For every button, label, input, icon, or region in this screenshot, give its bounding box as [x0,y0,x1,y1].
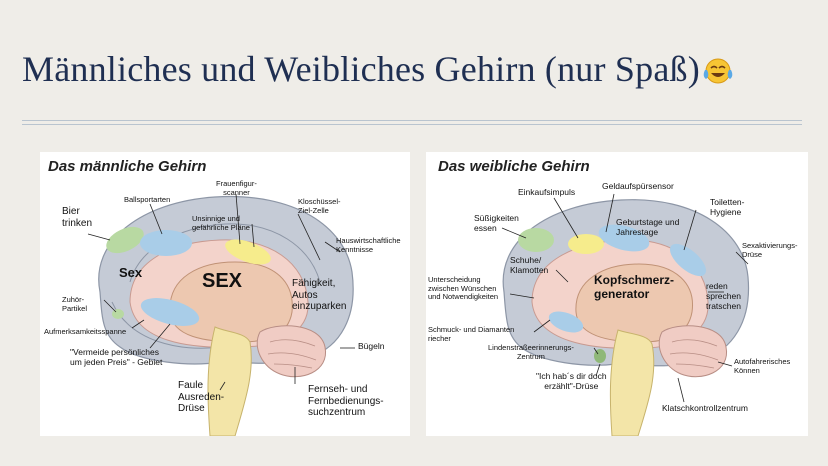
label-faehigkeit-einparken: Fähigkeit, Autos einzuparken [292,278,347,312]
male-region-green-top [106,226,144,254]
male-brain-center [169,261,293,343]
male-region-blue-top [140,230,192,256]
label-schmuck-diamanten: Schmuck- und Diamanten riecher [428,325,515,343]
label-sexaktivierung: Sexaktivierungs- Drüse [742,241,798,259]
label-kloschuessel: Kloschüssel- Ziel-Zelle [298,197,341,215]
label-schuhe-klamotten: Schuhe/ Klamotten [510,255,549,275]
label-hauswirtschaft: Hauswirtschaftliche Kenntnisse [336,236,401,254]
label-reden-sprechen: reden sprechen tratschen [706,281,741,311]
male-cerebellum [256,325,326,378]
female-cerebellum [658,325,727,378]
female-region-blue-top [598,224,650,252]
label-sex-small: Sex [119,265,143,280]
female-region-yellow [568,234,604,254]
label-ich-habs-erzaehlt: "Ich hab´s dir doch erzählt"-Drüse [536,371,607,391]
label-geburtstage: Geburtstage und Jahrestage [616,217,680,237]
label-einkaufsimpuls: Einkaufsimpuls [518,187,576,197]
label-kopfschmerz: Kopfschmerz- generator [594,273,675,301]
label-buegeln: Bügeln [358,341,385,351]
female-region-green-top [518,228,554,252]
label-autofahrerisch: Autofahrerisches Können [734,357,791,375]
label-lindenstrasse: Lindenstraßeerinnerungs- Zentrum [488,343,574,361]
female-region-blue-bottom [548,311,584,333]
male-region-yellow [225,239,271,265]
label-frauenfigur: Frauenfigur- scanner [216,179,257,197]
label-zuhoer-partikel: Zuhör- Partikel [62,295,88,313]
tears-of-joy-emoji [703,58,733,84]
male-brainstem [207,326,252,436]
female-brain-illustration [501,193,750,436]
male-brain-title: Das männliche Gehirn [48,158,207,175]
female-brain-panel: Das weibliche Gehirn Einkaufsim [426,152,808,436]
male-brain-panel: Das männliche Gehirn Bier trinken [40,152,410,436]
label-bier-trinken: Bier trinken [62,206,93,229]
label-unsinnige-plaene: Unsinnige und gefährliche Pläne [192,214,250,232]
male-region-blue-bottom [140,298,200,326]
title-divider-top [22,120,802,121]
label-unterscheidung: Unterscheidung zwischen Wünschen und Not… [428,275,499,302]
female-brain-center [575,263,693,343]
female-brainstem [609,329,655,436]
male-region-green-bottom [112,309,124,319]
label-klatschkontrolle: Klatschkontrollzentrum [662,403,748,413]
male-brain-illustration [87,193,355,436]
title-divider-bottom [22,124,802,125]
label-sex-big: SEX [202,270,243,292]
label-geldaufspuersensor: Geldaufspürsensor [602,181,674,191]
slide-title: Männliches und Weibliches Gehirn (nur Sp… [22,48,812,90]
female-brain-title: Das weibliche Gehirn [438,158,590,175]
label-suessigkeiten: Süßigkeiten essen [474,213,519,233]
slide-title-text: Männliches und Weibliches Gehirn (nur Sp… [22,49,700,89]
label-vermeide-persoenliches: "Vermeide persönliches um jeden Preis" -… [70,347,163,367]
female-region-blue-right [669,243,707,277]
label-aufmerksamkeit: Aufmerksamkeitsspanne [44,327,127,336]
label-fernseh: Fernseh- und Fernbedienungs- suchzentrum [308,384,384,418]
label-ballsportarten: Ballsportarten [124,195,171,204]
label-faule-ausreden: Faule Ausreden- Drüse [178,380,225,414]
label-toiletten-hygiene: Toiletten- Hygiene [710,197,745,217]
